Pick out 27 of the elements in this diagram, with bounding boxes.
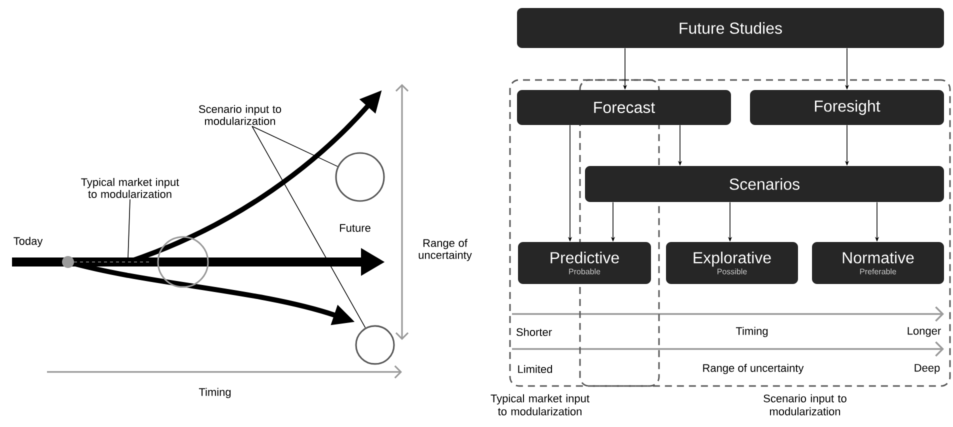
axis-label: Today [14, 236, 43, 248]
callout-text: Typical market input to modularization [81, 178, 180, 198]
axis-label: Future [340, 224, 370, 232]
process-box: Foresight [750, 90, 944, 125]
process-box: Predictive Probable [518, 242, 651, 284]
node-label: Scenario input to modularization [764, 394, 846, 416]
axis-label: Timing [736, 326, 768, 338]
axis-label: Longer [908, 327, 941, 337]
axis-label: Range of uncertainty [703, 364, 804, 374]
leader-line [252, 126, 366, 328]
circle-marker [157, 236, 209, 288]
callout-text: Scenario input to modularization [198, 104, 282, 126]
circle-marker [335, 152, 385, 202]
process-box: Explorative Possible [666, 242, 798, 284]
node-label: Typical market input to modularization [490, 394, 590, 416]
axis-label: Limited [518, 364, 552, 374]
axis-label: Deep [914, 364, 940, 374]
process-box: Scenarios [585, 166, 944, 202]
process-box: Future Studies [517, 8, 944, 48]
process-box: Forecast [517, 90, 731, 125]
circle-marker [355, 325, 395, 365]
process-box: Normative Preferable [812, 242, 944, 284]
leader-line [128, 198, 130, 258]
axis-label: Timing [198, 388, 231, 398]
axis-label: Range of uncertainty [418, 238, 472, 262]
leader-line [252, 126, 338, 167]
axis-label: Shorter [516, 328, 552, 336]
